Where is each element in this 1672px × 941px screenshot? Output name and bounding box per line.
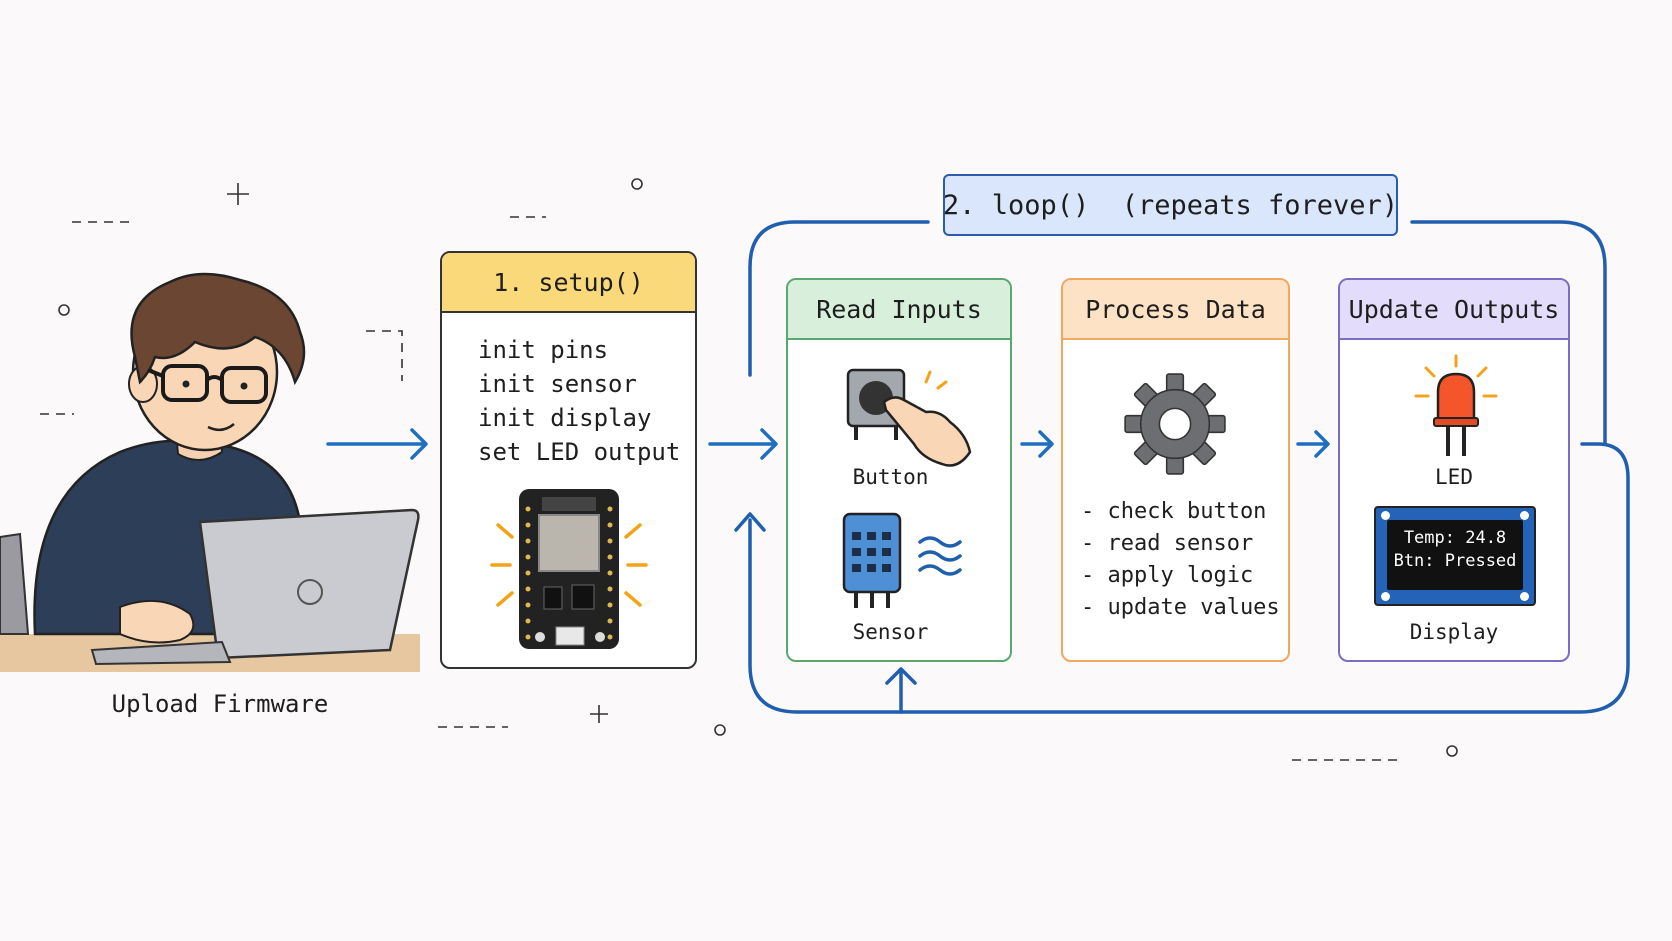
decor-plus [227, 183, 249, 205]
humidity-sensor-icon [842, 512, 962, 608]
setup-code-list: init pins init sensor init display set L… [442, 313, 695, 469]
read-inputs-card: Read Inputs Button Sensor [786, 278, 1012, 662]
decor-circle [58, 304, 70, 316]
process-step: - update values [1081, 595, 1280, 620]
process-steps: - check button - read sensor - apply log… [1081, 496, 1280, 624]
button-caption: Button [852, 465, 929, 489]
mount-hole [1381, 511, 1390, 520]
display-line-1: Temp: 24.8 [1403, 528, 1507, 548]
arrow-right-icon [1296, 430, 1330, 458]
sensor-caption: Sensor [852, 620, 929, 644]
led-icon [1414, 354, 1498, 456]
arrow-right-icon [326, 428, 428, 460]
loop-title: 2. loop() (repeats forever) [943, 174, 1398, 236]
person-at-laptop-icon [0, 272, 420, 672]
process-step: - read sensor [1081, 531, 1254, 556]
setup-line: init display [478, 404, 652, 432]
wave-signal-icon [918, 536, 962, 576]
arrow-right-icon [708, 428, 778, 460]
process-data-title: Process Data [1063, 280, 1288, 340]
update-outputs-title: Update Outputs [1340, 280, 1568, 340]
display-line-2: Btn: Pressed [1393, 551, 1517, 571]
process-step: - check button [1081, 499, 1267, 524]
arrow-up-icon [734, 512, 766, 532]
setup-card: 1. setup() init pins init sensor init di… [440, 251, 697, 669]
setup-line: init pins [478, 336, 609, 364]
led-caption: LED [1435, 465, 1473, 489]
setup-title: 1. setup() [442, 253, 695, 313]
display-screen: Temp: 24.8 Btn: Pressed [1387, 520, 1523, 590]
decor-corner [366, 330, 403, 381]
process-data-card: Process Data - check button - read senso… [1061, 278, 1290, 662]
oled-display-icon: Temp: 24.8 Btn: Pressed [1374, 506, 1536, 606]
decor-circle [1446, 745, 1458, 757]
read-inputs-title: Read Inputs [788, 280, 1010, 340]
process-step: - apply logic [1081, 563, 1254, 588]
push-button-icon [846, 368, 972, 467]
gear-icon [1124, 373, 1226, 475]
arrow-right-icon [1020, 430, 1054, 458]
decor-plus [590, 705, 608, 723]
arrow-up-icon [885, 667, 917, 685]
microcontroller-board-icon [490, 489, 648, 649]
loop-frame [748, 220, 1630, 714]
setup-line: init sensor [478, 370, 637, 398]
upload-firmware-caption: Upload Firmware [111, 690, 329, 718]
setup-line: set LED output [478, 438, 681, 466]
mount-hole [1520, 511, 1529, 520]
pointing-hand-icon [882, 396, 972, 467]
decor-circle [631, 178, 643, 190]
decor-circle [714, 724, 726, 736]
mount-hole [1381, 592, 1390, 601]
mount-hole [1520, 592, 1529, 601]
update-outputs-card: Update Outputs LED Temp: 24.8 Btn: Press… [1338, 278, 1570, 662]
display-caption: Display [1409, 620, 1499, 644]
